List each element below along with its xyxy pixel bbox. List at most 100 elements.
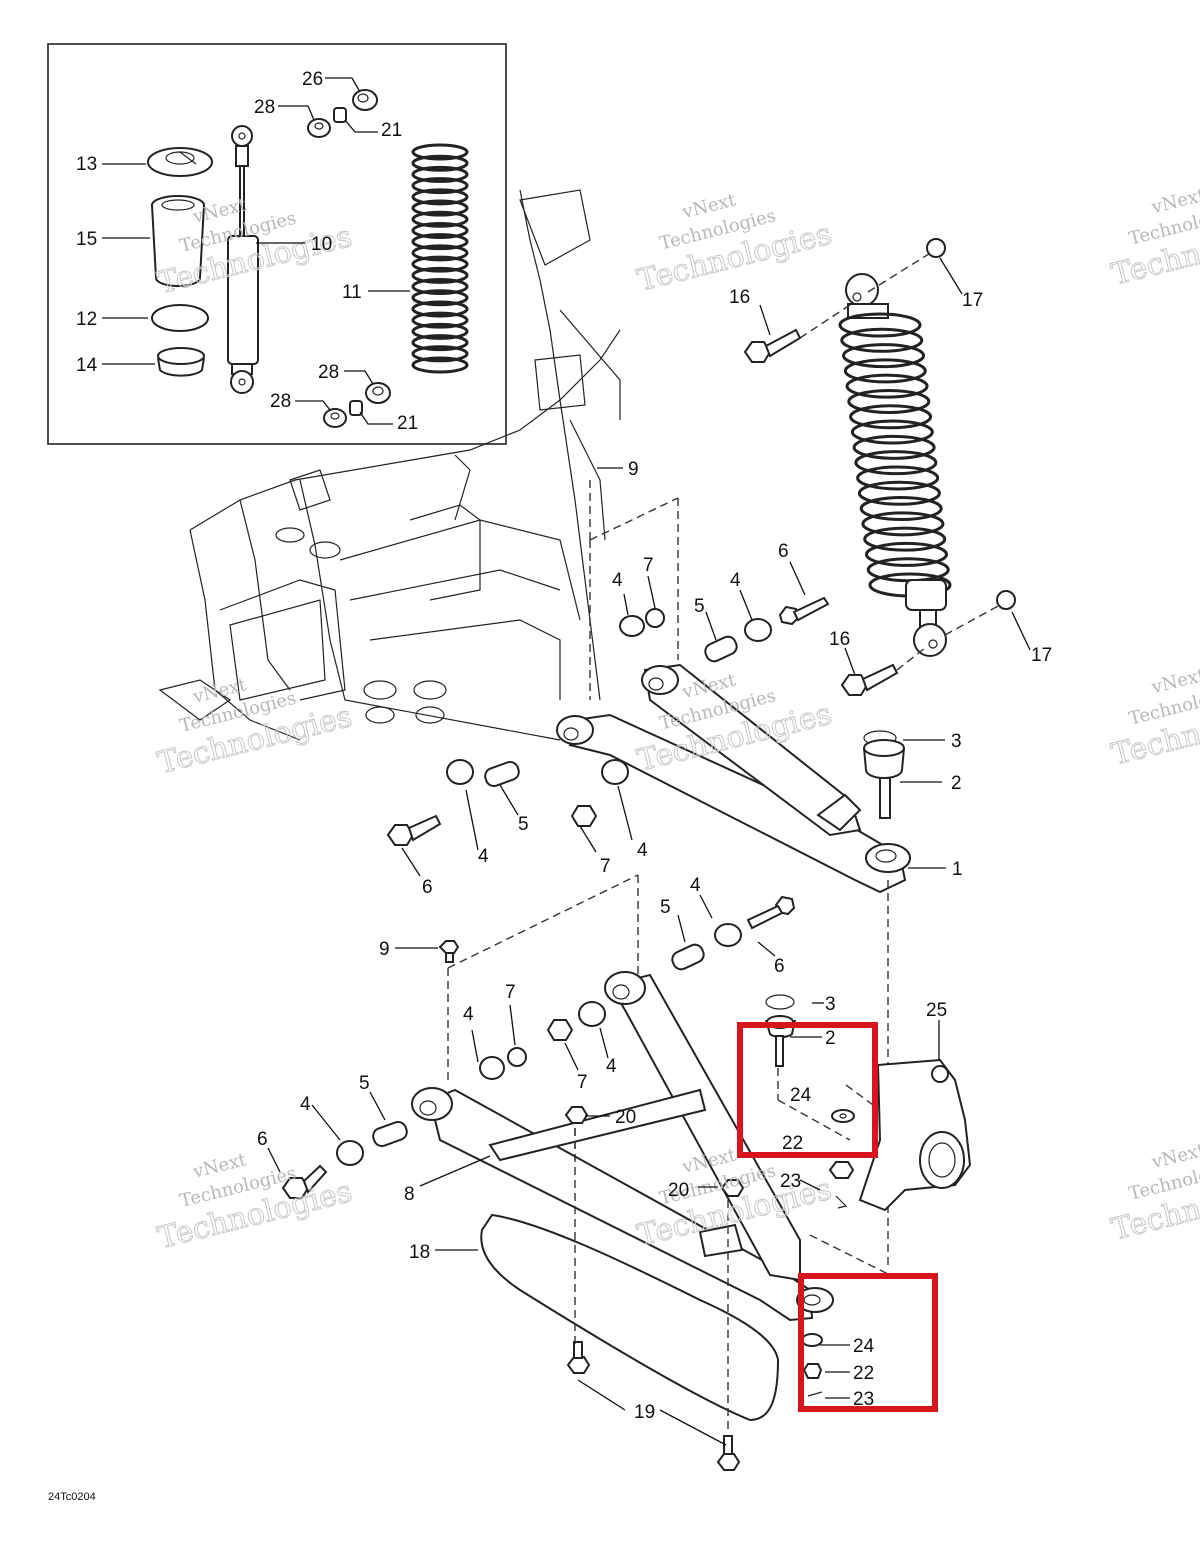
upper-a-arm-icon: [556, 663, 911, 894]
callout-label: 4: [463, 1004, 474, 1025]
watermark: vNext Technologies Technologies: [154, 1149, 356, 1256]
callout-label: 20: [668, 1180, 689, 1201]
coil-turn: [411, 322, 469, 340]
coil-turn: [411, 300, 469, 318]
callout-label: 28: [318, 362, 339, 383]
callout-label: 6: [774, 956, 785, 977]
coil-turn: [411, 334, 469, 352]
leader-lines: [102, 77, 1031, 1446]
callout-label: 17: [962, 290, 983, 311]
coil-turn: [842, 343, 926, 369]
callout-label: 24: [853, 1336, 875, 1357]
callout-label: 4: [300, 1094, 311, 1115]
coil-turn: [861, 511, 945, 537]
coil-turn: [854, 450, 938, 476]
coil-turn: [411, 289, 469, 307]
coil-turn: [411, 311, 469, 329]
coil-turn: [850, 419, 934, 445]
bushing-icon: [307, 89, 391, 428]
callout-label: 13: [76, 154, 97, 175]
upper-arm-callouts: 9 4 7 6 5 4 4 5 7 4 6 3 2 1: [422, 459, 963, 898]
callout-label: 23: [853, 1389, 874, 1410]
steering-knuckle-icon: [858, 1058, 972, 1212]
callout-label: 22: [853, 1363, 874, 1384]
highlight-box: [798, 1273, 938, 1412]
callout-label: 4: [478, 846, 489, 867]
vehicle-frame: [158, 189, 621, 741]
callout-label: 5: [660, 897, 671, 918]
lower-arm-callouts: 9 4 5 6 7 4 7 4 3 2 25 24 22 23 20 20 4 …: [257, 875, 947, 1423]
coil-turn: [411, 278, 469, 296]
bumper-icon: [157, 347, 205, 377]
coil-turn: [411, 165, 469, 183]
inset-frame: [47, 43, 507, 445]
callout-label: 9: [628, 459, 639, 480]
shock-absorber-icon: [227, 125, 259, 394]
coil-turn: [411, 154, 469, 172]
coil-turn: [838, 312, 922, 338]
coil-turn: [845, 373, 929, 399]
skid-plate-icon: [480, 1213, 780, 1422]
callout-label: 3: [951, 731, 962, 752]
coil-turn: [847, 388, 931, 414]
callout-label: 18: [409, 1242, 430, 1263]
coil-turn: [411, 255, 469, 273]
ball-joint-icon: [863, 730, 905, 819]
watermark: vNext Technologies Technologies: [154, 674, 356, 781]
callout-label: 16: [729, 287, 750, 308]
coil-turn: [411, 244, 469, 262]
callout-label: 14: [76, 355, 98, 376]
coil-turn: [857, 480, 941, 506]
coil-turn: [411, 188, 469, 206]
callout-label: 5: [518, 814, 529, 835]
callout-label: 6: [422, 877, 433, 898]
callout-label: 20: [615, 1107, 636, 1128]
coil-turn: [411, 233, 469, 251]
callout-label: 21: [381, 120, 402, 141]
lower-hardware-icon: [281, 895, 855, 1471]
coil-turn: [852, 434, 936, 460]
coil-spring-icon: [411, 143, 469, 374]
callout-label: 22: [782, 1133, 803, 1154]
coil-turn: [411, 199, 469, 217]
watermark: vNext Technologies Technologies: [1108, 185, 1200, 294]
callout-label: 4: [730, 570, 741, 591]
callout-label: 9: [379, 939, 390, 960]
coilover-shock-icon: [838, 273, 952, 657]
coil-turn: [411, 345, 469, 363]
coil-turn: [864, 541, 948, 567]
coil-turn: [856, 465, 940, 491]
callout-label: 7: [505, 982, 516, 1003]
callout-label: 7: [643, 555, 654, 576]
callout-label: 4: [606, 1056, 617, 1077]
callout-label: 15: [76, 229, 97, 250]
callout-label: 11: [342, 282, 362, 303]
callout-label: 5: [359, 1073, 370, 1094]
callout-label: 26: [302, 69, 323, 90]
coil-turn: [863, 526, 947, 552]
highlight-box: [737, 1022, 878, 1158]
callout-label: 8: [404, 1184, 415, 1205]
callout-label: 17: [1031, 645, 1052, 666]
coil-turn: [411, 356, 469, 374]
callout-label: 3: [825, 994, 836, 1015]
coil-turn: [849, 404, 933, 430]
callout-label: 4: [637, 840, 648, 861]
coil-turn: [859, 496, 943, 522]
coil-turn: [411, 266, 469, 284]
callout-label: 12: [76, 309, 97, 330]
coil-turn: [843, 358, 927, 384]
callout-label: 6: [778, 541, 789, 562]
callout-label: 23: [780, 1171, 801, 1192]
callout-label: 1: [952, 859, 963, 880]
watermark: vNext Technologies Technologies: [1108, 1140, 1200, 1249]
callout-label: 2: [825, 1028, 836, 1049]
coil-turn: [411, 177, 469, 195]
callout-label: 24: [790, 1085, 812, 1106]
coil-turn: [840, 327, 924, 353]
ring-icon: [151, 304, 209, 332]
callout-label: 4: [690, 875, 701, 896]
callout-label: 28: [254, 97, 275, 118]
